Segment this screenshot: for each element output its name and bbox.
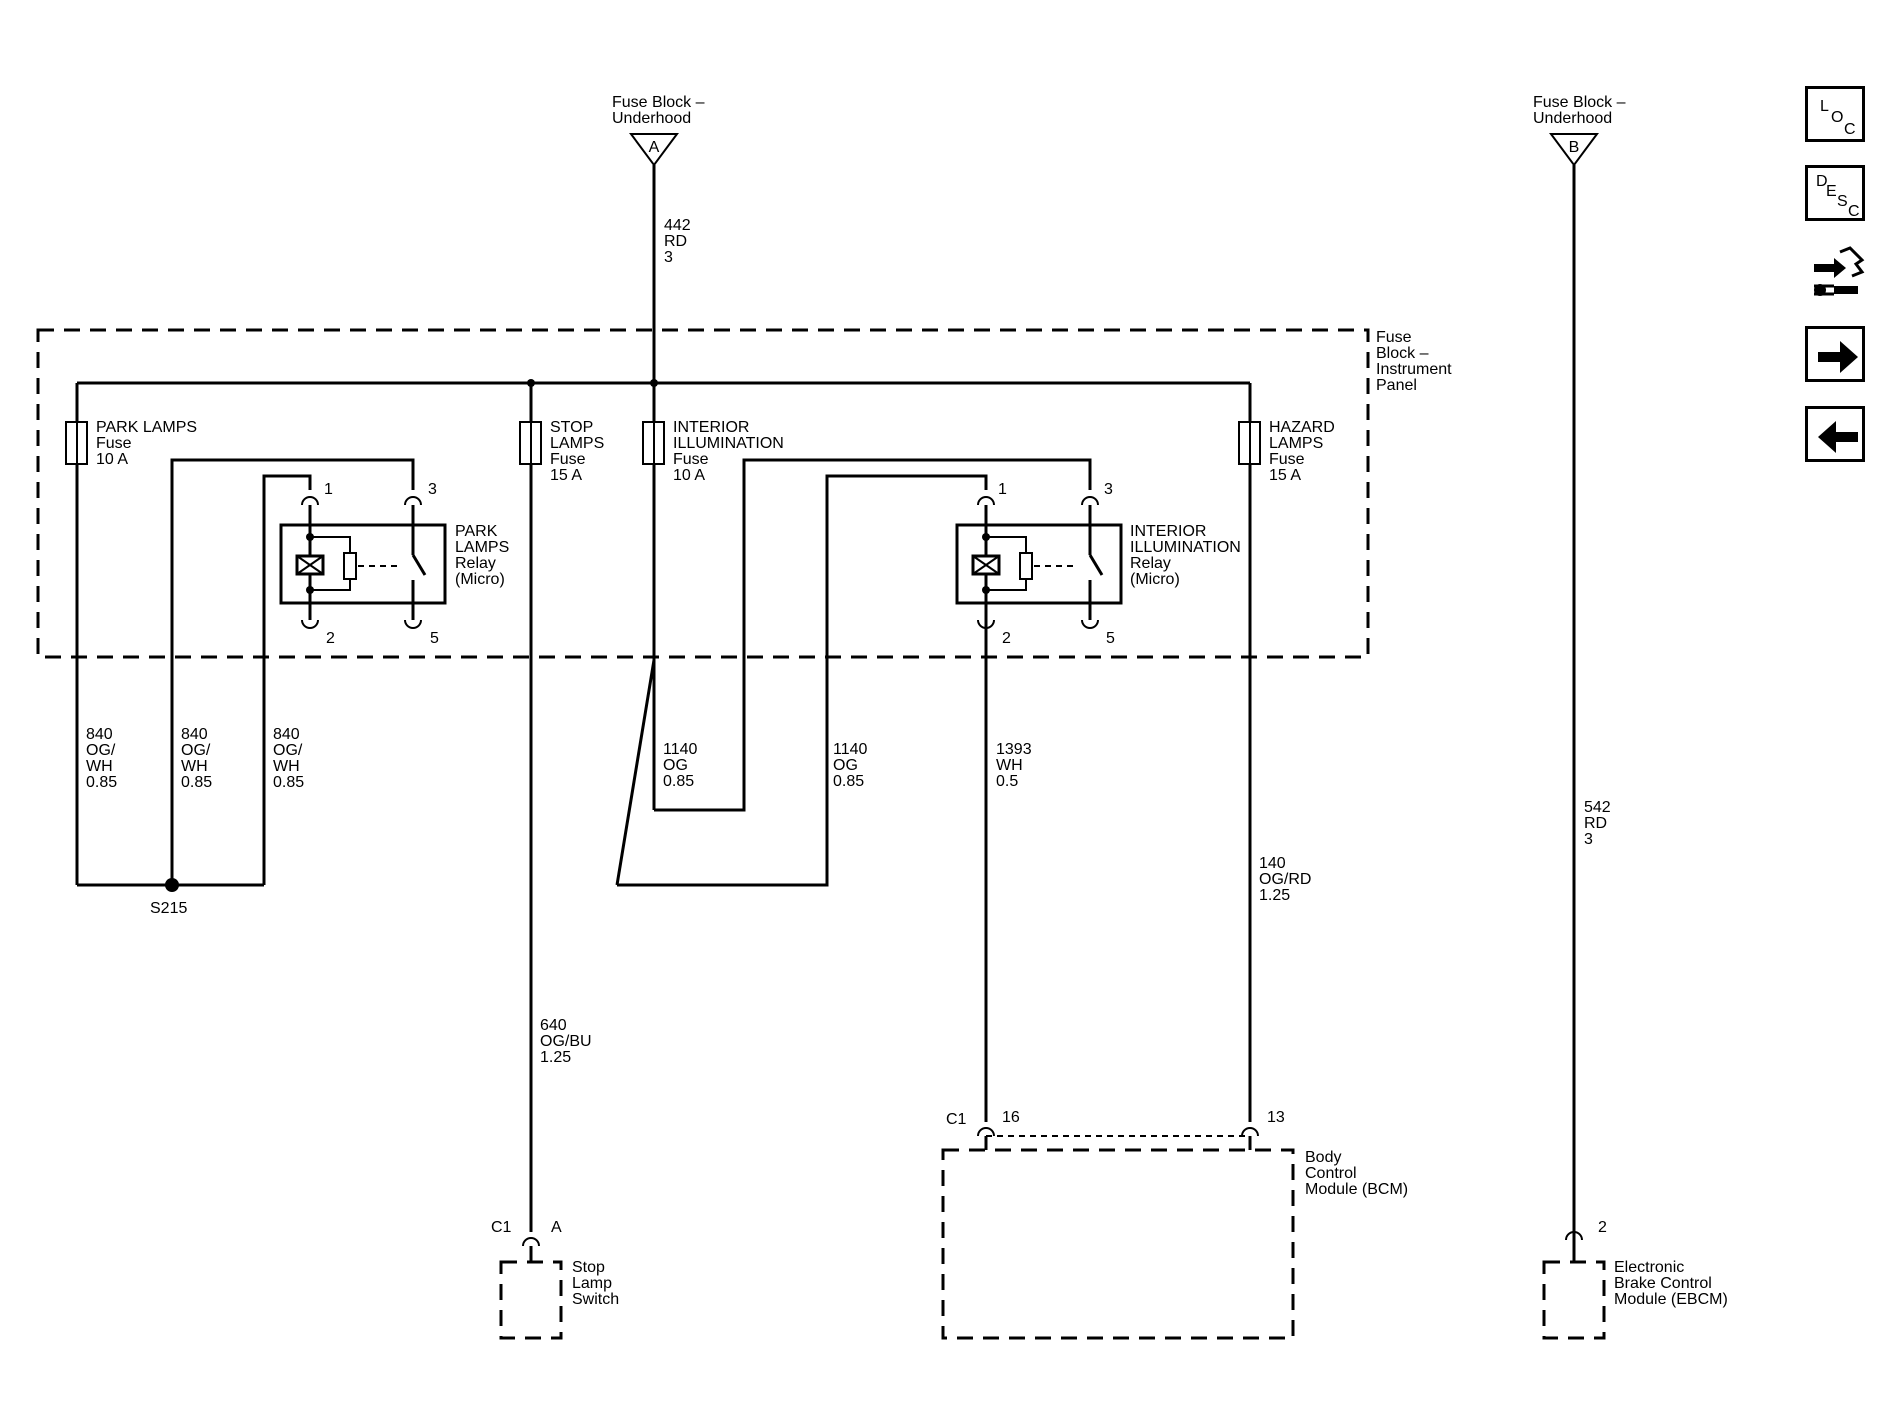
park-relay-pin3: 3 — [428, 481, 437, 498]
desc-letter-c: C — [1848, 203, 1860, 220]
ebcm-module — [1542, 1260, 1606, 1340]
source-a-pin: A — [649, 139, 660, 156]
bcm-pin-13: 13 — [1267, 1109, 1285, 1126]
bcm-connector-label: C1 — [946, 1111, 967, 1128]
source-b-pin: B — [1569, 139, 1580, 156]
stop-switch-pin: A — [551, 1219, 562, 1236]
bcm-module — [941, 1148, 1295, 1340]
park-relay-pin5: 5 — [430, 630, 439, 647]
schematic-link-icon[interactable] — [1810, 242, 1866, 302]
bcm-pin-16: 16 — [1002, 1109, 1020, 1126]
interior-relay-pin3: 3 — [1104, 481, 1113, 498]
stop-switch-connector: C1 — [491, 1219, 512, 1236]
back-button[interactable] — [1805, 406, 1865, 462]
stop-lamp-switch — [499, 1260, 563, 1340]
desc-letter-s: S — [1837, 193, 1848, 210]
desc-letter-d: D — [1816, 173, 1828, 190]
splice-s215-label: S215 — [150, 900, 187, 917]
park-relay-pin2: 2 — [326, 630, 335, 647]
source-a-label: Fuse Block –Underhood — [612, 94, 705, 127]
interior-relay-pin1: 1 — [998, 481, 1007, 498]
loc-letter-c: C — [1844, 121, 1856, 138]
desc-button[interactable]: D E S C — [1805, 165, 1865, 221]
source-b-label: Fuse Block –Underhood — [1533, 94, 1626, 127]
next-button[interactable] — [1805, 326, 1865, 382]
fuse-block-ip-boundary — [36, 328, 1370, 659]
loc-letter-l: L — [1820, 98, 1829, 115]
interior-relay-pin5: 5 — [1106, 630, 1115, 647]
source-b-terminal — [1549, 133, 1599, 167]
interior-relay-pin2: 2 — [1002, 630, 1011, 647]
desc-letter-e: E — [1826, 183, 1837, 200]
source-a-terminal — [629, 133, 679, 167]
splice-s215 — [165, 878, 179, 892]
ebcm-pin: 2 — [1598, 1219, 1607, 1236]
loc-button[interactable]: L O C — [1805, 86, 1865, 142]
arrow-right-icon — [1818, 341, 1858, 373]
park-relay-pin1: 1 — [324, 481, 333, 498]
loc-letter-o: O — [1831, 109, 1843, 126]
arrow-left-icon — [1818, 421, 1858, 453]
